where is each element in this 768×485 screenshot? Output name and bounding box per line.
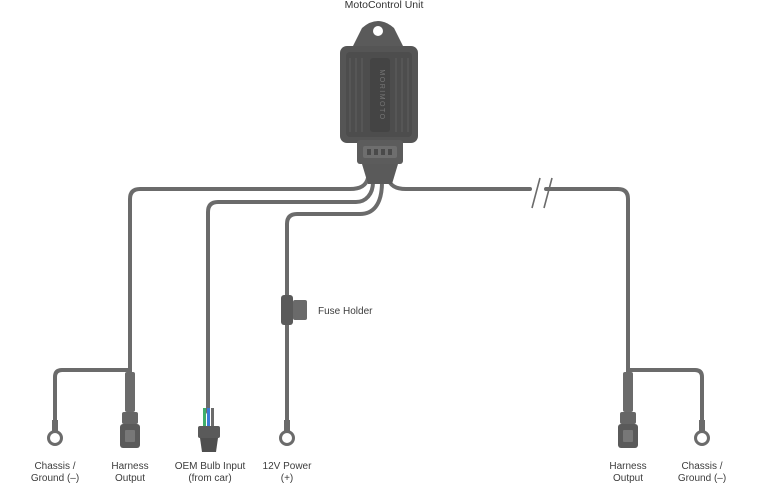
harness-connector-right [618, 372, 638, 448]
label-line: Harness [609, 461, 647, 472]
label-line: (+) [280, 473, 294, 484]
wire-oem-bulb [206, 180, 375, 414]
label-line: (from car) [188, 473, 232, 484]
label-oem-bulb: OEM Bulb Input (from car) [168, 461, 252, 485]
label-harness-right: Harness Output [598, 461, 658, 485]
harness-connector-left [120, 372, 140, 448]
label-line: Output [114, 473, 146, 484]
label-harness-left: Harness Output [100, 461, 160, 485]
fuse-holder-label: Fuse Holder [318, 306, 373, 317]
wire-chassis-right [626, 368, 704, 430]
label-line: OEM Bulb Input [174, 461, 246, 472]
label-line: Chassis / [681, 461, 723, 472]
ring-terminal-right [694, 420, 710, 446]
label-line: Harness [111, 461, 149, 472]
label-line: Ground (–) [30, 473, 80, 484]
oem-bulb-connector [198, 408, 220, 452]
wire-chassis-left [53, 368, 132, 430]
wire-harness-right [386, 176, 532, 191]
diagram-title: MotoControl Unit [344, 0, 424, 11]
wire-power [285, 180, 384, 297]
line-break-mark [531, 177, 553, 209]
motocontrol-unit [340, 21, 418, 184]
ring-terminal-left [47, 420, 63, 446]
ring-terminal-power [279, 420, 295, 446]
fuse-holder [281, 295, 307, 325]
label-chassis-right: Chassis / Ground (–) [672, 461, 732, 485]
label-line: Chassis / [34, 461, 76, 472]
label-line: Output [612, 473, 644, 484]
unit-brand-text: MORIMOTO [378, 69, 385, 120]
wire-harness-left [128, 176, 370, 402]
label-chassis-left: Chassis / Ground (–) [25, 461, 85, 485]
label-12v-power: 12V Power (+) [252, 461, 322, 485]
wire-harness-right-b [544, 187, 630, 402]
label-line: 12V Power [262, 461, 312, 472]
label-line: Ground (–) [677, 473, 727, 484]
